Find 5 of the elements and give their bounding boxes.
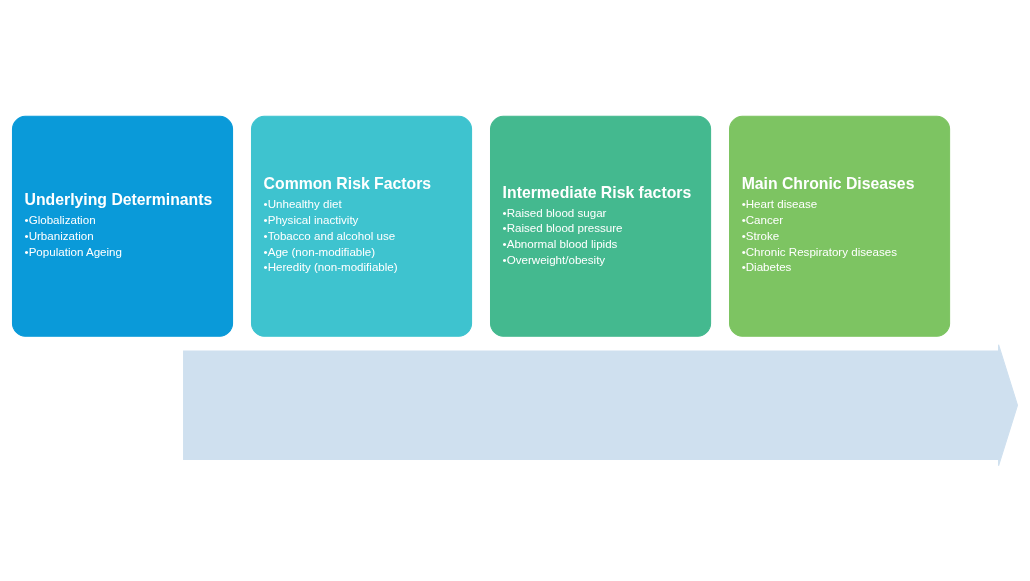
- node-arrow: [183, 343, 1019, 466]
- node-box: Main Chronic Diseases •Heart disease •Cancer •Stroke •Chronic Respiratory diseases •Diabetes: [729, 115, 951, 337]
- node-box: Underlying Determinants •Globalization •Urbanization •Population Ageing: [11, 115, 234, 337]
- node-box: Intermediate Risk factors •Raised blood sugar •Raised blood pressure •Abnormal blood lipids •Overweight/obesity: [490, 115, 712, 337]
- node-box: Common Risk Factors •Unhealthy diet •Physical inactivity •Tobacco and alcohol use •Age (non-modifiable) •Heredity (non-modifiable): [250, 115, 473, 337]
